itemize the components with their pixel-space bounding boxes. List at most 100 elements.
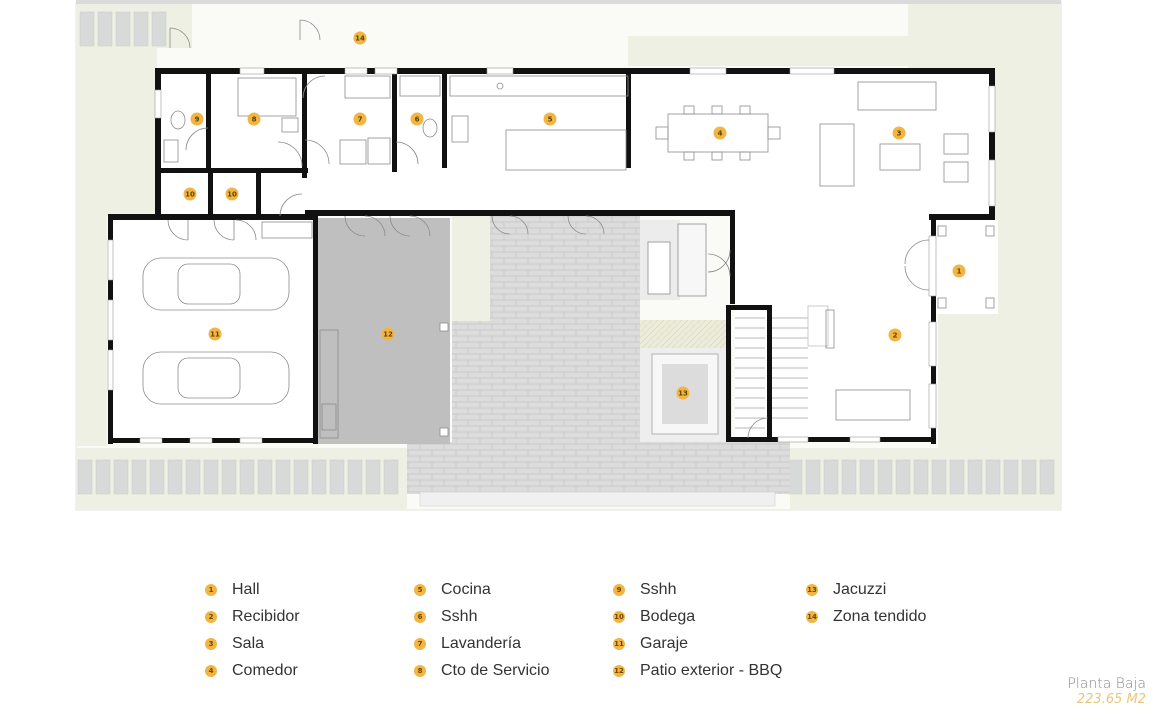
room-badge-number: 1 (957, 268, 962, 276)
room-badge-8: 8 (247, 112, 261, 126)
room-badge-1: 1 (952, 264, 966, 278)
room-badge-number: 10 (227, 191, 237, 199)
caption-area: 223.65 M2 (1076, 692, 1146, 707)
legend-label: Jacuzzi (833, 580, 887, 598)
legend-item: 5 Cocina (414, 576, 550, 603)
legend-item: 12 Patio exterior - BBQ (613, 657, 782, 684)
legend-column-2: 5 Cocina 6 Sshh 7 Lavandería 8 Cto de Servic… (414, 576, 550, 684)
legend: 1 Hall 2 Recibidor 3 Sala 4 Comedor 5 Cocina … (205, 576, 965, 686)
legend-column-4: 13 Jacuzzi 14 Zona tendido (806, 576, 926, 630)
legend-number-badge: 9 (613, 583, 625, 596)
legend-number-badge: 2 (205, 610, 217, 623)
room-badge-14: 14 (353, 31, 367, 45)
furniture (142, 75, 995, 439)
room-badge-number: 12 (383, 331, 393, 339)
legend-label: Recibidor (232, 607, 300, 625)
room-badge-circle (676, 386, 690, 400)
room-badge-circle (225, 187, 239, 201)
room-badge-circle (410, 112, 424, 126)
legend-label: Patio exterior - BBQ (640, 661, 783, 679)
legend-label: Sshh (640, 580, 677, 598)
legend-label: Sshh (441, 607, 478, 625)
legend-number-badge: 6 (414, 610, 426, 623)
legend-number-badge: 4 (205, 664, 217, 677)
legend-item: 2 Recibidor (205, 603, 300, 630)
room-badge-number: 4 (718, 130, 723, 138)
room-badge-2: 2 (888, 328, 902, 342)
legend-item: 4 Comedor (205, 657, 300, 684)
legend-item: 6 Sshh (414, 603, 550, 630)
room-badge-10a: 10 (183, 187, 197, 201)
room-badge-3: 3 (892, 126, 906, 140)
stepping-stones (77, 11, 1055, 495)
legend-label: Comedor (232, 661, 298, 679)
room-badge-number: 2 (893, 332, 898, 340)
legend-number-badge: 3 (205, 637, 217, 650)
room-badge-circle (888, 328, 902, 342)
caption-title: Planta Baja (1067, 676, 1146, 692)
plan-caption: Planta Baja 223.65 M2 (1067, 676, 1146, 708)
room-badge-9: 9 (190, 112, 204, 126)
room-badge-circle (353, 112, 367, 126)
legend-number-badge: 10 (613, 610, 625, 623)
legend-item: 14 Zona tendido (806, 603, 926, 630)
legend-item: 7 Lavandería (414, 630, 550, 657)
room-badge-circle (353, 31, 367, 45)
room-badge-number: 11 (210, 331, 220, 339)
legend-label: Hall (232, 580, 260, 598)
legend-label: Zona tendido (833, 607, 927, 625)
room-badge-circle (543, 112, 557, 126)
legend-number-badge: 12 (613, 664, 625, 677)
legend-number-badge: 8 (414, 664, 426, 677)
room-badge-4: 4 (713, 126, 727, 140)
legend-number-badge: 7 (414, 637, 426, 650)
room-badge-12: 12 (381, 327, 395, 341)
legend-number-badge: 11 (613, 637, 625, 650)
legend-label: Bodega (640, 607, 696, 625)
legend-item: 11 Garaje (613, 630, 782, 657)
room-badge-11: 11 (208, 327, 222, 341)
legend-item: 13 Jacuzzi (806, 576, 926, 603)
room-badge-7: 7 (353, 112, 367, 126)
room-badge-number: 14 (355, 35, 365, 43)
legend-label: Sala (232, 634, 265, 652)
stairs (735, 305, 829, 429)
legend-label: Cocina (441, 580, 491, 598)
legend-item: 1 Hall (205, 576, 300, 603)
room-badge-5: 5 (543, 112, 557, 126)
legend-number-badge: 5 (414, 583, 426, 596)
room-badge-number: 5 (548, 116, 553, 124)
room-badge-circle (381, 327, 395, 341)
room-badge-number: 6 (415, 116, 420, 124)
room-badge-circle (952, 264, 966, 278)
room-badge-circle (208, 327, 222, 341)
legend-number-badge: 14 (806, 610, 818, 623)
room-badge-circle (713, 126, 727, 140)
legend-label: Cto de Servicio (441, 661, 550, 679)
room-badge-circle (892, 126, 906, 140)
legend-item: 9 Sshh (613, 576, 782, 603)
room-badge-number: 10 (185, 191, 195, 199)
room-badge-circle (190, 112, 204, 126)
room-badge-number: 3 (897, 130, 902, 138)
legend-column-3: 9 Sshh 10 Bodega 11 Garaje 12 Patio exterior… (613, 576, 782, 684)
legend-label: Garaje (640, 634, 689, 652)
legend-number-badge: 1 (205, 583, 217, 596)
legend-item: 3 Sala (205, 630, 300, 657)
legend-number-badge: 13 (806, 583, 818, 596)
room-badge-10b: 10 (225, 187, 239, 201)
room-badge-6: 6 (410, 112, 424, 126)
terrace-paving (407, 216, 790, 507)
legend-column-1: 1 Hall 2 Recibidor 3 Sala 4 Comedor (205, 576, 300, 684)
legend-item: 10 Bodega (613, 603, 782, 630)
room-badge-circle (247, 112, 261, 126)
room-badge-13: 13 (676, 386, 690, 400)
room-badge-number: 7 (358, 116, 363, 124)
legend-item: 8 Cto de Servicio (414, 657, 550, 684)
legend-label: Lavandería (441, 634, 522, 652)
room-badge-circle (183, 187, 197, 201)
room-badge-number: 9 (195, 116, 200, 124)
room-badge-number: 13 (678, 390, 688, 398)
